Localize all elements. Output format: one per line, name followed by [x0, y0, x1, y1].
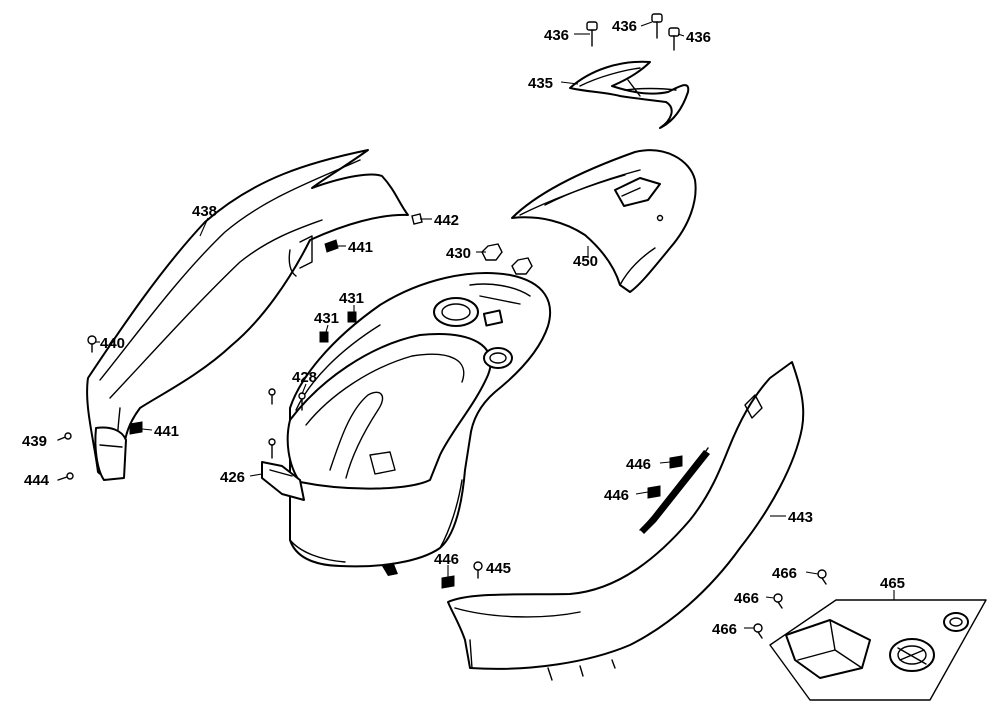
callout-444: 444 [24, 472, 50, 489]
part-435-rear-grip [569, 60, 690, 129]
part-438-left-side-cover [86, 149, 409, 481]
part-storage-bin [261, 272, 552, 576]
callout-labels: 436 436 436 435 438 442 441 430 450 431 … [22, 18, 905, 638]
callout-445: 445 [486, 560, 511, 577]
callout-435: 435 [528, 75, 553, 92]
callout-436: 436 [612, 18, 637, 35]
callout-440: 440 [100, 335, 125, 352]
callout-446: 446 [604, 487, 629, 504]
callout-436: 436 [544, 27, 569, 44]
callout-426: 426 [220, 469, 245, 486]
callout-446: 446 [626, 456, 651, 473]
callout-466: 466 [712, 621, 737, 638]
leader-lines [96, 21, 895, 629]
callout-431: 431 [314, 310, 339, 327]
callout-431: 431 [339, 290, 364, 307]
callout-438: 438 [192, 203, 217, 220]
callout-450: 450 [573, 253, 598, 270]
callout-442: 442 [434, 212, 459, 229]
callout-465: 465 [880, 575, 905, 592]
callout-446: 446 [434, 551, 459, 568]
callout-441: 441 [348, 239, 373, 256]
callout-428: 428 [292, 369, 317, 386]
callout-443: 443 [788, 509, 813, 526]
hardware-fasteners [57, 13, 827, 639]
callout-430: 430 [446, 245, 471, 262]
callout-439: 439 [22, 433, 47, 450]
callout-466: 466 [734, 590, 759, 607]
callout-441: 441 [154, 423, 179, 440]
part-443-right-lower-cover [447, 361, 805, 681]
part-450-rear-cover [511, 149, 697, 293]
callout-466: 466 [772, 565, 797, 582]
part-465-kit [769, 599, 987, 701]
callout-436: 436 [686, 29, 711, 46]
